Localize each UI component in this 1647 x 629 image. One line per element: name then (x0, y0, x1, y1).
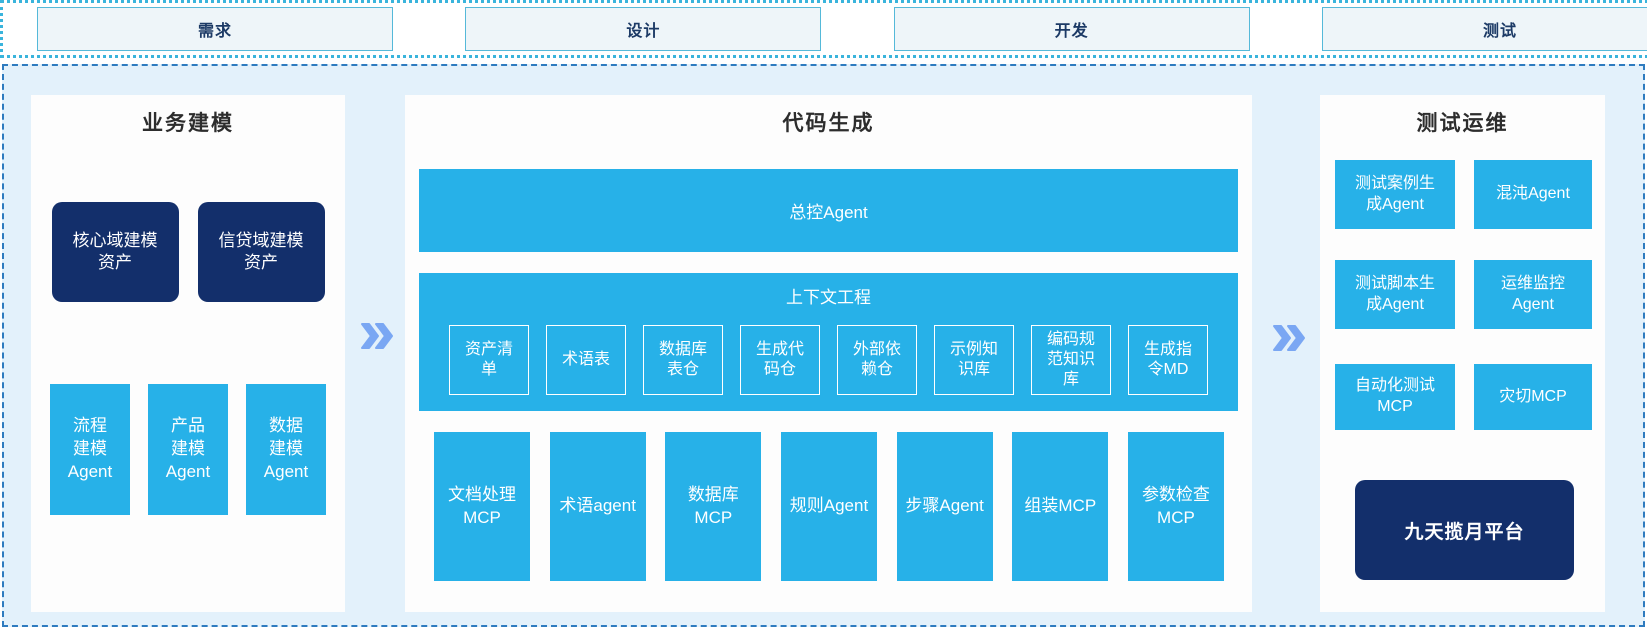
generated-instruction-md-box: 生成指令MD (1128, 325, 1208, 395)
rule-agent-box: 规则Agent (780, 432, 877, 581)
step-agent-box: 步骤Agent (896, 432, 993, 581)
phase-box-development: 开发 (893, 7, 1250, 51)
coding-standards-kb-box: 编码规范知识库 (1031, 325, 1111, 395)
ops-monitor-agent-box: 运维监控Agent (1474, 260, 1592, 329)
phase-box-testing: 测试 (1321, 7, 1647, 51)
context-engineering-box: 上下文工程 资产清单 术语表 数据库表仓 生成代码仓 外部依赖仓 示例知识库 编… (419, 273, 1238, 411)
core-domain-asset-box: 核心域建模资产 (51, 202, 179, 302)
phase-strip: 需求 设计 开发 测试 (0, 0, 1647, 58)
double-chevron-right-icon (1272, 324, 1306, 352)
external-deps-repo-box: 外部依赖仓 (837, 325, 917, 395)
chaos-agent-box: 混沌Agent (1474, 160, 1592, 229)
context-engineering-title: 上下文工程 (786, 288, 871, 307)
phase-box-requirements: 需求 (37, 7, 393, 51)
param-check-mcp-box: 参数检查MCP (1127, 432, 1224, 581)
context-item-row: 资产清单 术语表 数据库表仓 生成代码仓 外部依赖仓 示例知识库 编码规范知识库… (419, 325, 1238, 395)
assembly-mcp-box: 组装MCP (1012, 432, 1109, 581)
test-script-gen-agent-box: 测试脚本生成Agent (1335, 260, 1455, 329)
generated-code-repo-box: 生成代码仓 (740, 325, 820, 395)
disaster-switch-mcp-box: 灾切MCP (1474, 364, 1592, 430)
business-modeling-panel: 业务建模 核心域建模资产 信贷域建模资产 流程建模Agent 产品建模Agent… (31, 95, 345, 612)
master-agent-bar: 总控Agent (419, 169, 1238, 252)
database-mcp-box: 数据库MCP (665, 432, 762, 581)
process-modeling-agent-box: 流程建模Agent (50, 384, 130, 515)
db-table-repo-box: 数据库表仓 (643, 325, 723, 395)
example-kb-box: 示例知识库 (934, 325, 1014, 395)
glossary-box: 术语表 (546, 325, 626, 395)
auto-test-mcp-box: 自动化测试MCP (1335, 364, 1455, 430)
double-chevron-right-icon (360, 322, 394, 350)
asset-list-box: 资产清单 (449, 325, 529, 395)
test-ops-row-1: 测试案例生成Agent 混沌Agent (1320, 160, 1605, 229)
doc-processing-mcp-box: 文档处理MCP (434, 432, 530, 581)
test-ops-row-2: 测试脚本生成Agent 运维监控Agent (1320, 260, 1605, 329)
test-ops-title: 测试运维 (1416, 112, 1509, 135)
mcp-agent-row: 文档处理MCP 术语agent 数据库MCP 规则Agent 步骤Agent 组… (434, 432, 1224, 581)
test-ops-row-3: 自动化测试MCP 灾切MCP (1320, 364, 1605, 430)
main-container: 业务建模 核心域建模资产 信贷域建模资产 流程建模Agent 产品建模Agent… (2, 64, 1645, 627)
data-modeling-agent-box: 数据建模Agent (246, 384, 326, 515)
glossary-agent-box: 术语agent (549, 432, 646, 581)
phase-box-design: 设计 (465, 7, 822, 51)
code-generation-title: 代码生成 (782, 112, 875, 135)
modeling-agent-row: 流程建模Agent 产品建模Agent 数据建模Agent (31, 384, 345, 515)
test-ops-panel: 测试运维 测试案例生成Agent 混沌Agent 测试脚本生成Agent 运维监… (1320, 95, 1605, 612)
product-modeling-agent-box: 产品建模Agent (148, 384, 228, 515)
modeling-asset-row: 核心域建模资产 信贷域建模资产 (31, 202, 345, 302)
test-case-gen-agent-box: 测试案例生成Agent (1335, 160, 1455, 229)
business-modeling-title: 业务建模 (142, 112, 234, 135)
code-generation-panel: 代码生成 总控Agent 上下文工程 资产清单 术语表 数据库表仓 生成代码仓 … (405, 95, 1252, 612)
jiutian-lanyue-platform-box: 九天揽月平台 (1355, 480, 1574, 580)
credit-domain-asset-box: 信贷域建模资产 (197, 202, 325, 302)
